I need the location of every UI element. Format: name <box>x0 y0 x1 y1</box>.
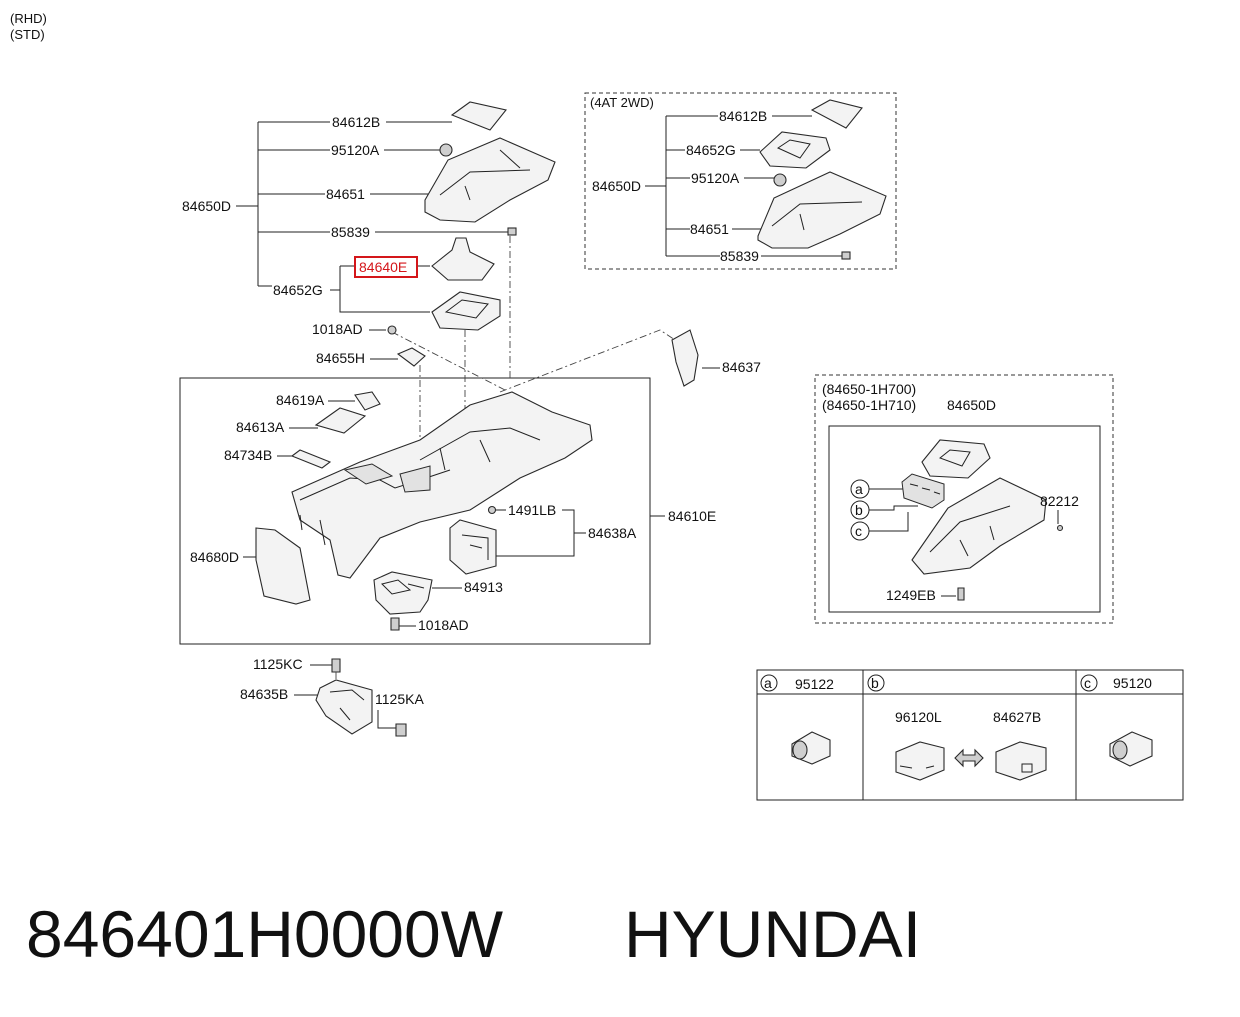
bracket-84638A <box>449 519 497 575</box>
panel-84680D <box>255 527 311 605</box>
inset-4at-title: (4AT 2WD) <box>590 95 654 110</box>
legend-c-key: c <box>1084 675 1091 691</box>
label-84635B[interactable]: 84635B <box>240 686 288 702</box>
inset-1h700-inner-frame <box>828 425 1101 613</box>
label-84638A[interactable]: 84638A <box>588 525 637 541</box>
bracket-84637 <box>671 329 699 387</box>
footer-part-number: 846401H0000W <box>26 897 504 971</box>
label-84650D-main[interactable]: 84650D <box>182 198 231 214</box>
bolt-1125KA <box>395 723 407 737</box>
label-84680D[interactable]: 84680D <box>190 549 239 565</box>
console-frame <box>179 377 651 645</box>
label-82212[interactable]: 82212 <box>1040 493 1079 509</box>
footer-brand: HYUNDAI <box>624 897 921 971</box>
label-84610E[interactable]: 84610E <box>668 508 716 524</box>
clip-85839-4at <box>841 251 851 260</box>
clip-85839 <box>507 227 517 236</box>
label-84612B-4at[interactable]: 84612B <box>719 108 767 124</box>
legend-b-right[interactable]: 84627B <box>993 709 1041 725</box>
bezel-1h700 <box>921 439 991 479</box>
cover-plate-84612B <box>450 101 507 131</box>
callout-a-letter: a <box>855 481 863 497</box>
inset-1h700-title2: (84650-1H710) <box>822 397 916 413</box>
double-arrow-icon <box>954 748 984 768</box>
label-84619A[interactable]: 84619A <box>276 392 325 408</box>
label-84637[interactable]: 84637 <box>722 359 761 375</box>
label-84652G-main[interactable]: 84652G <box>273 282 323 298</box>
label-85839-main[interactable]: 85839 <box>331 224 370 240</box>
console-body-84610E <box>291 391 593 579</box>
label-1249EB[interactable]: 1249EB <box>886 587 936 603</box>
legend-c-part[interactable]: 95120 <box>1113 675 1152 691</box>
label-84913[interactable]: 84913 <box>464 579 503 595</box>
bracket-84635B <box>315 679 373 735</box>
legend-a-key: a <box>764 675 772 691</box>
cover-plate-84612B-4at <box>810 99 863 129</box>
label-1125KA[interactable]: 1125KA <box>375 691 424 707</box>
inset-1h700-title1: (84650-1H700) <box>822 381 916 397</box>
label-84650D-1h700[interactable]: 84650D <box>947 397 996 413</box>
trim-84734B <box>290 449 332 469</box>
bolt-1125KC <box>331 658 341 673</box>
lower-bracket-group: 1125KC 84635B 1125KA <box>240 656 424 737</box>
label-95120A-main[interactable]: 95120A <box>331 142 380 158</box>
label-1018AD-top[interactable]: 1018AD <box>312 321 363 337</box>
label-84652G-4at[interactable]: 84652G <box>686 142 736 158</box>
label-84613A[interactable]: 84613A <box>236 419 285 435</box>
inset-1h700: (84650-1H700) (84650-1H710) 84650D a b c… <box>814 374 1114 624</box>
label-1125KC[interactable]: 1125KC <box>253 656 303 672</box>
switch-96120L-drawing <box>895 741 945 781</box>
label-1491LB[interactable]: 1491LB <box>508 502 556 518</box>
socket-95120A-4at <box>773 173 787 187</box>
highlight-box <box>354 256 418 278</box>
label-1018AD-bottom[interactable]: 1018AD <box>418 617 469 633</box>
socket-95120A <box>439 143 453 157</box>
screw-1249EB <box>957 587 965 601</box>
boot-84640E <box>431 237 495 281</box>
legend-b-key: b <box>871 675 879 691</box>
blank-84627B-drawing <box>995 741 1047 781</box>
pin-82212 <box>1056 524 1064 532</box>
header-rhd: (RHD) <box>10 11 47 26</box>
housing-84651-4at <box>757 171 887 249</box>
label-84650D-4at[interactable]: 84650D <box>592 178 641 194</box>
inset-4at-2wd: (4AT 2WD) 84650D 84612B 84652G 95120A 84… <box>584 92 897 270</box>
inset-4at-frame <box>584 92 897 270</box>
bracket-84655H <box>396 347 426 367</box>
legend-b-left[interactable]: 96120L <box>895 709 942 725</box>
label-84640E-highlighted[interactable]: 84640E <box>359 259 407 275</box>
screw-1491LB <box>487 505 497 515</box>
bezel-84652G <box>431 291 501 331</box>
inset-1h700-frame <box>814 374 1114 624</box>
bezel-84652G-4at <box>759 131 831 169</box>
legend-a-part[interactable]: 95122 <box>795 676 834 692</box>
pad-84619A <box>354 391 381 411</box>
legend-frame <box>756 669 1184 801</box>
mat-84613A <box>314 407 367 434</box>
label-84734B[interactable]: 84734B <box>224 447 272 463</box>
label-95120A-4at[interactable]: 95120A <box>691 170 740 186</box>
legend-table: a 95122 b 96120L 84627B c 95120 <box>756 669 1184 801</box>
callout-c-letter: c <box>855 523 862 539</box>
housing-84651 <box>424 137 556 223</box>
bolt-1018AD-bottom <box>390 617 400 631</box>
label-84651-4at[interactable]: 84651 <box>690 221 729 237</box>
bolt-1018AD-top <box>387 325 397 335</box>
housing-1h700 <box>911 477 1047 575</box>
callout-b-letter: b <box>855 502 863 518</box>
label-84651-main[interactable]: 84651 <box>326 186 365 202</box>
header-std: (STD) <box>10 27 45 42</box>
label-84655H[interactable]: 84655H <box>316 350 365 366</box>
label-85839-4at[interactable]: 85839 <box>720 248 759 264</box>
label-84612B-main[interactable]: 84612B <box>332 114 380 130</box>
cupholder-84913 <box>373 571 433 615</box>
console-group: 1018AD 84655H 84637 84610E 84619A 84613A… <box>179 236 761 645</box>
switch-panel-1h700 <box>901 473 945 509</box>
main-group: 84650D 84612B 95120A 84651 85839 84640E … <box>182 101 556 331</box>
